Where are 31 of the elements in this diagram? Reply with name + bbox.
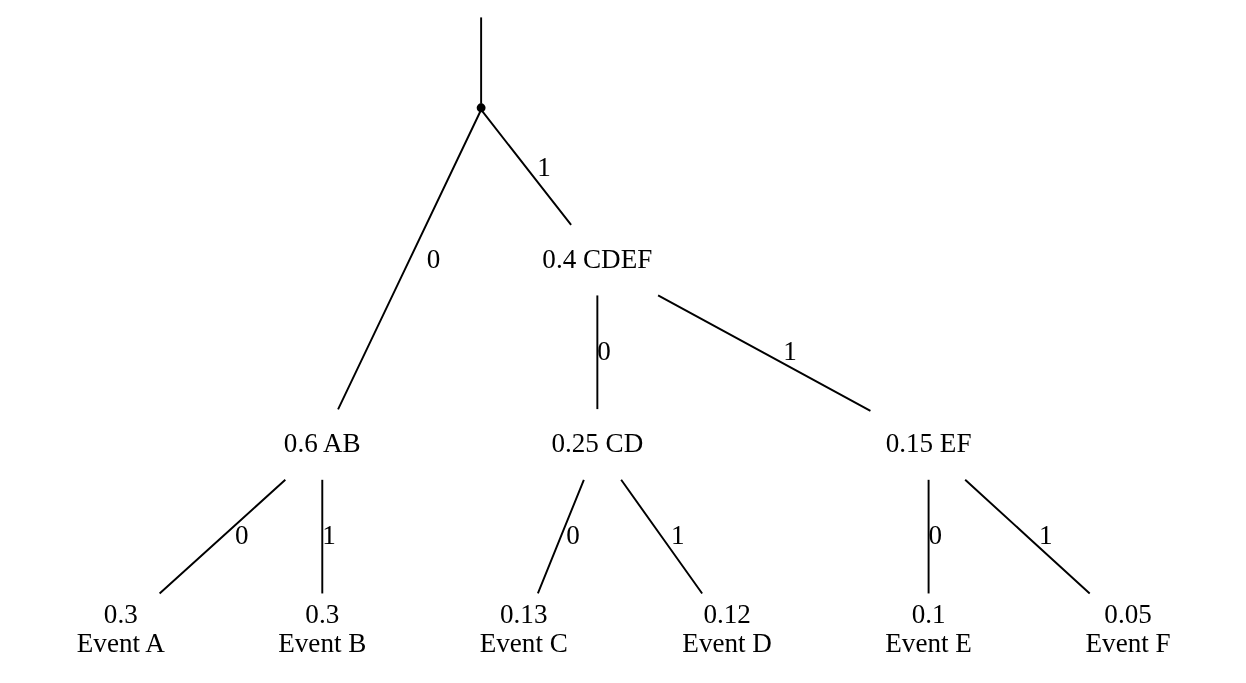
connector [479,16,482,105]
node-point [476,103,486,113]
node-text: 0.12 Event D [681,599,772,659]
node-text: 0.13 Event C [479,599,568,659]
node-text: 0.3 Event B [277,599,366,659]
connector [963,478,1091,595]
node-text: 0.1 Event E [884,599,972,659]
connector [619,478,703,595]
edge-label: 1 [782,335,797,366]
connector [320,478,323,595]
edge-label: 0 [234,519,249,550]
edge-label: 1 [1038,519,1053,550]
connector [336,110,481,411]
node-text: 0.15 EF [885,427,972,458]
connector [656,294,871,412]
node-text: 0.05 Event F [1085,599,1171,659]
edge-label: 0 [596,335,611,366]
connector [927,478,930,595]
connector [158,478,286,595]
edge-label: 1 [321,519,336,550]
edge-label: 1 [670,519,685,550]
edge-label: 0 [426,243,440,274]
connector [595,294,598,411]
edge-label: 1 [536,151,551,182]
connector [480,110,572,226]
node-text: 0.6 AB [283,427,361,458]
node-text: 0.25 CD [550,427,643,458]
node-text: 0.3 Event A [76,599,165,659]
edge-label: 0 [565,519,580,550]
node-text: 0.4 CDEF [541,243,652,274]
connector [536,478,585,595]
